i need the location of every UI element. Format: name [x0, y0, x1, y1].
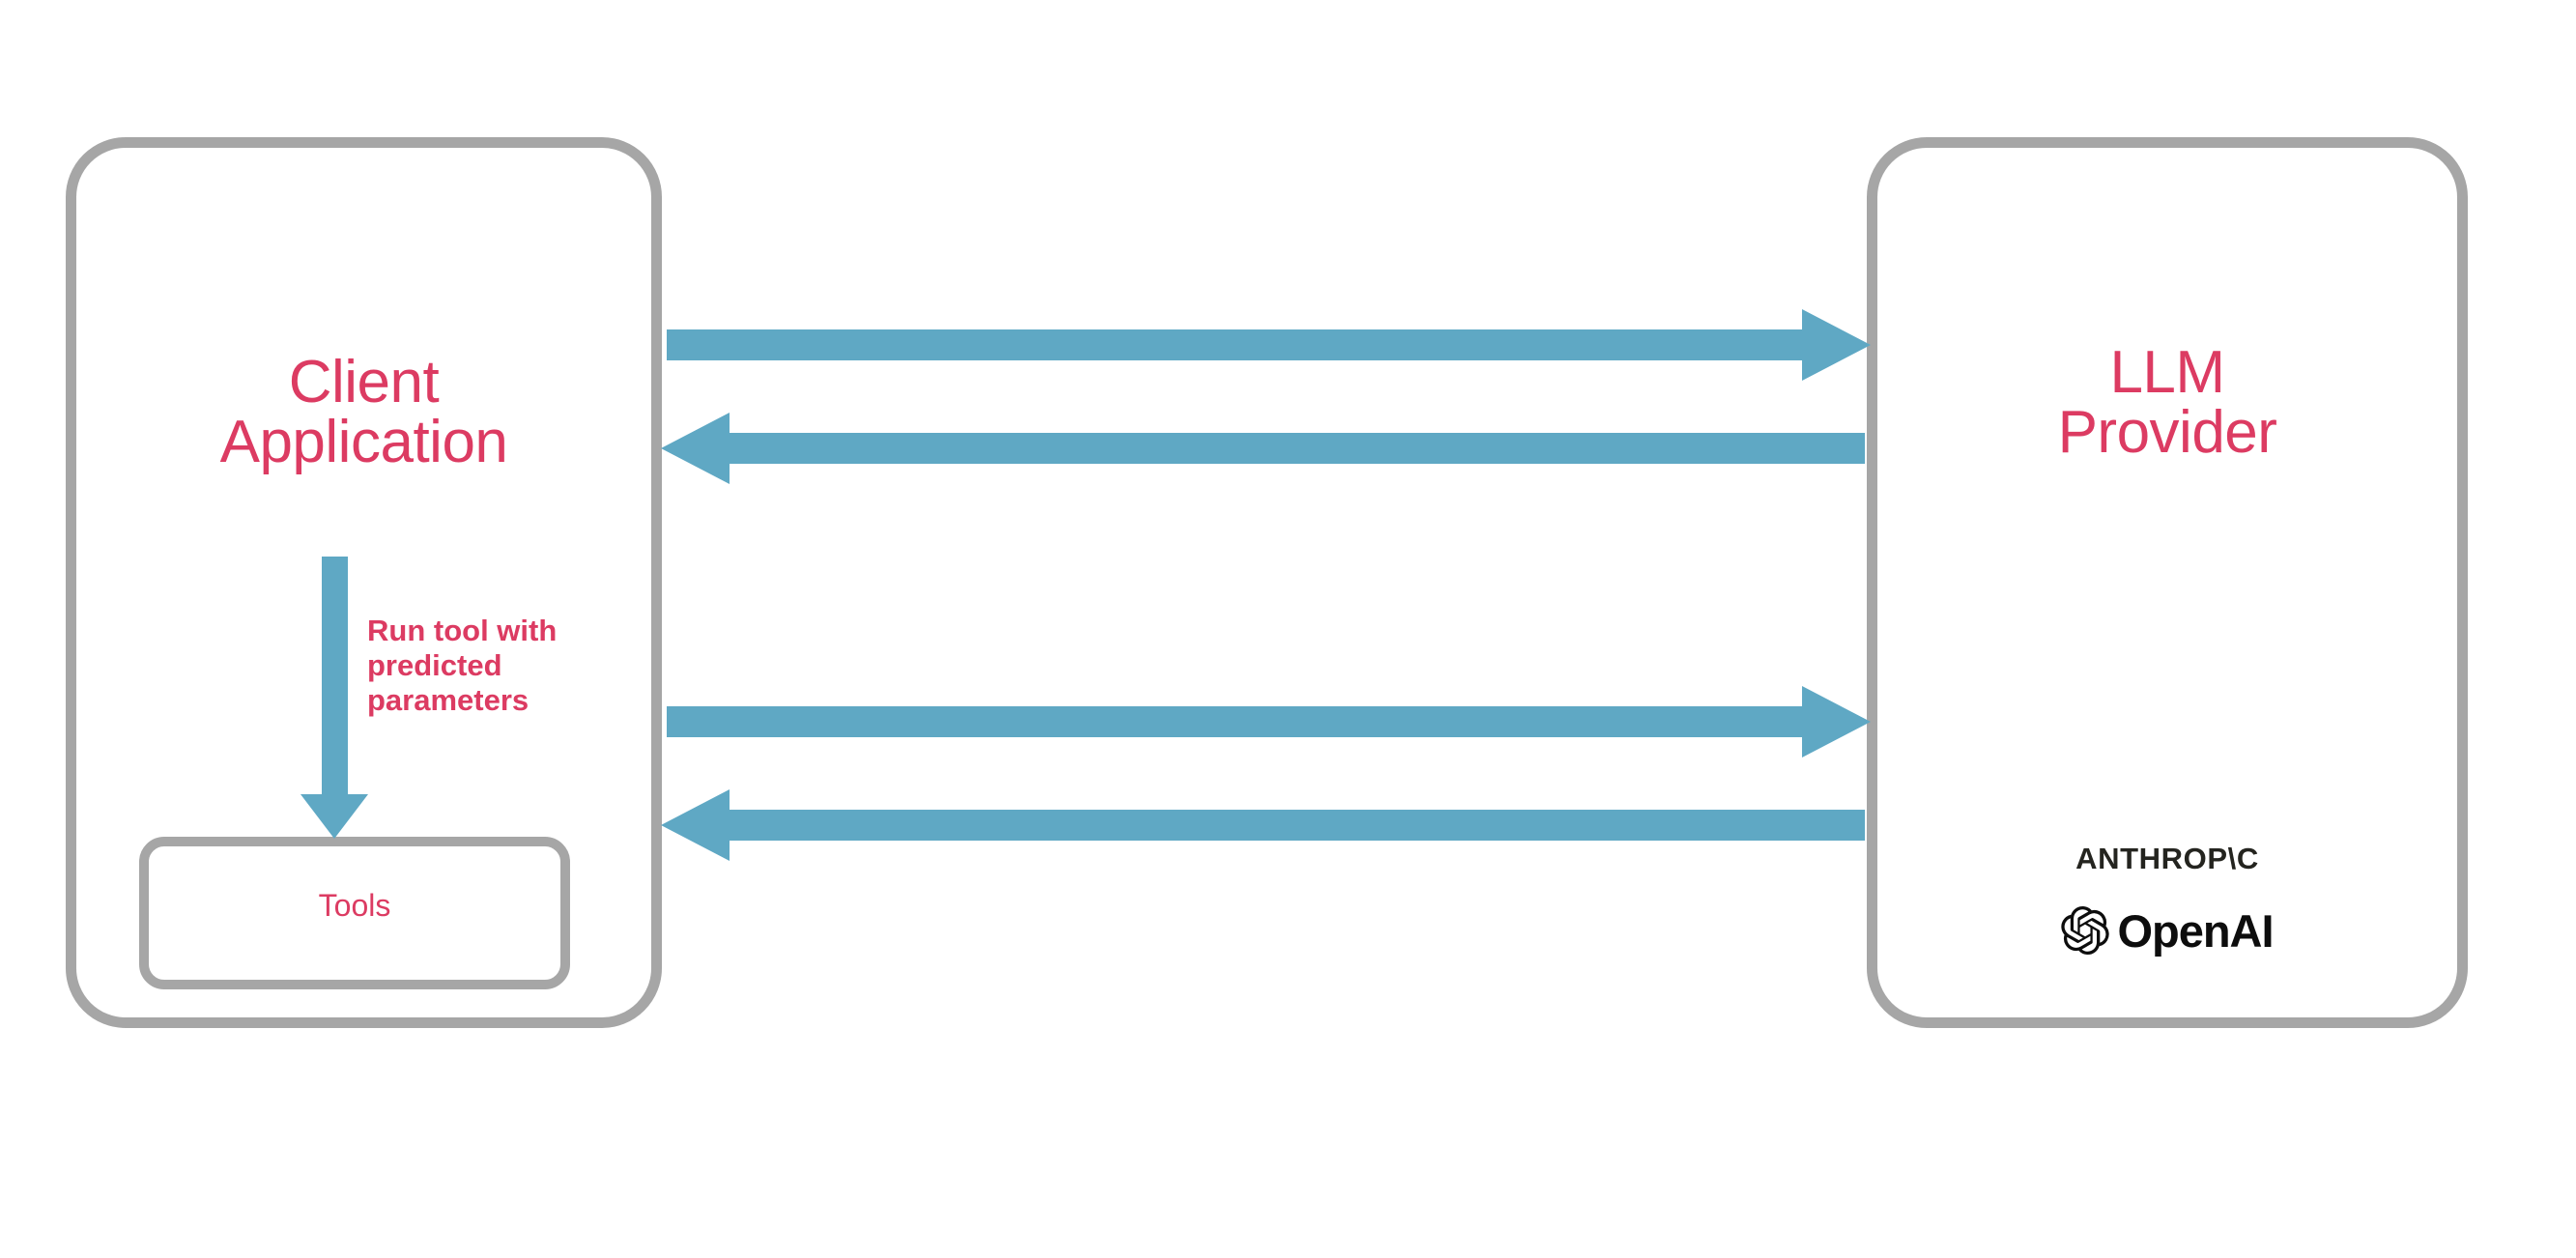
openai-blossom-icon: [2061, 906, 2110, 955]
openai-logo: OpenAI: [1867, 906, 2468, 955]
client-application-title: Client Application: [219, 349, 508, 475]
flow-arrow-invoke-1: [667, 309, 1871, 381]
flow-arrow-invoke-2: [667, 686, 1871, 758]
flow-arrow-response-1: [661, 413, 1865, 484]
flow-arrow-response-2: [661, 789, 1865, 861]
tools-node[interactable]: [139, 837, 570, 989]
tools-label: Tools: [318, 888, 391, 923]
anthropic-logo: ANTHROP\C: [2075, 842, 2259, 875]
llm-provider-title: LLM Provider: [2057, 339, 2277, 466]
llm-provider-node[interactable]: [1867, 137, 2468, 1028]
openai-wordmark: OpenAI: [2117, 904, 2274, 957]
run-tool-flow-label: Run tool with predicted parameters: [367, 614, 558, 717]
